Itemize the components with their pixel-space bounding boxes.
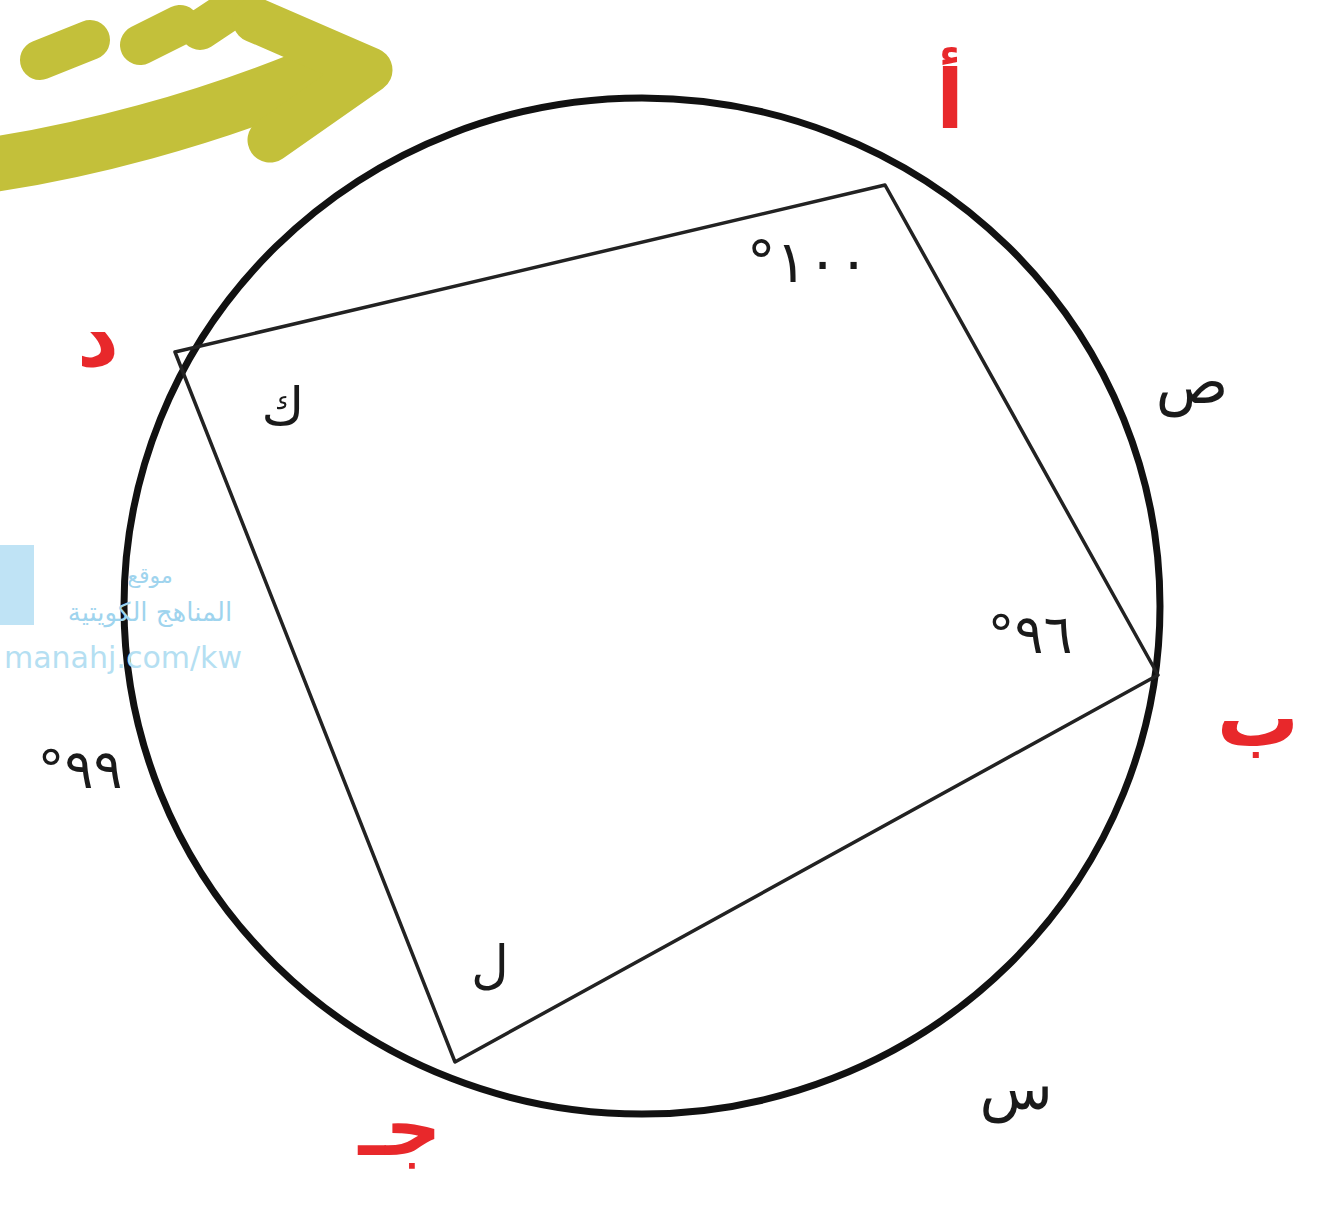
vertex-label: أ bbox=[936, 59, 964, 141]
inscribed-quadrilateral bbox=[175, 185, 1158, 1062]
angle-measure: ٩٦° bbox=[987, 608, 1072, 662]
arc-label: ص bbox=[1156, 352, 1229, 412]
green-arrowhead bbox=[255, 20, 370, 140]
angle-label: ل bbox=[471, 939, 509, 991]
watermark: المناهج الكويتية bbox=[68, 599, 233, 625]
arc-measure: ٩٩° bbox=[37, 743, 122, 797]
watermark: manahj.com/kw bbox=[4, 643, 242, 673]
watermark: موقع bbox=[127, 565, 172, 587]
angle-label: ك bbox=[262, 381, 305, 433]
green-strokes bbox=[40, 10, 230, 60]
vertex-label: ب bbox=[1217, 677, 1299, 759]
vertex-label: جـ bbox=[359, 1089, 442, 1167]
angle-measure: ١٠٠° bbox=[747, 233, 869, 291]
circle bbox=[124, 98, 1160, 1114]
vertex-label: د bbox=[77, 297, 119, 379]
arc-label: س bbox=[979, 1058, 1052, 1118]
watermark-logo bbox=[0, 545, 34, 625]
